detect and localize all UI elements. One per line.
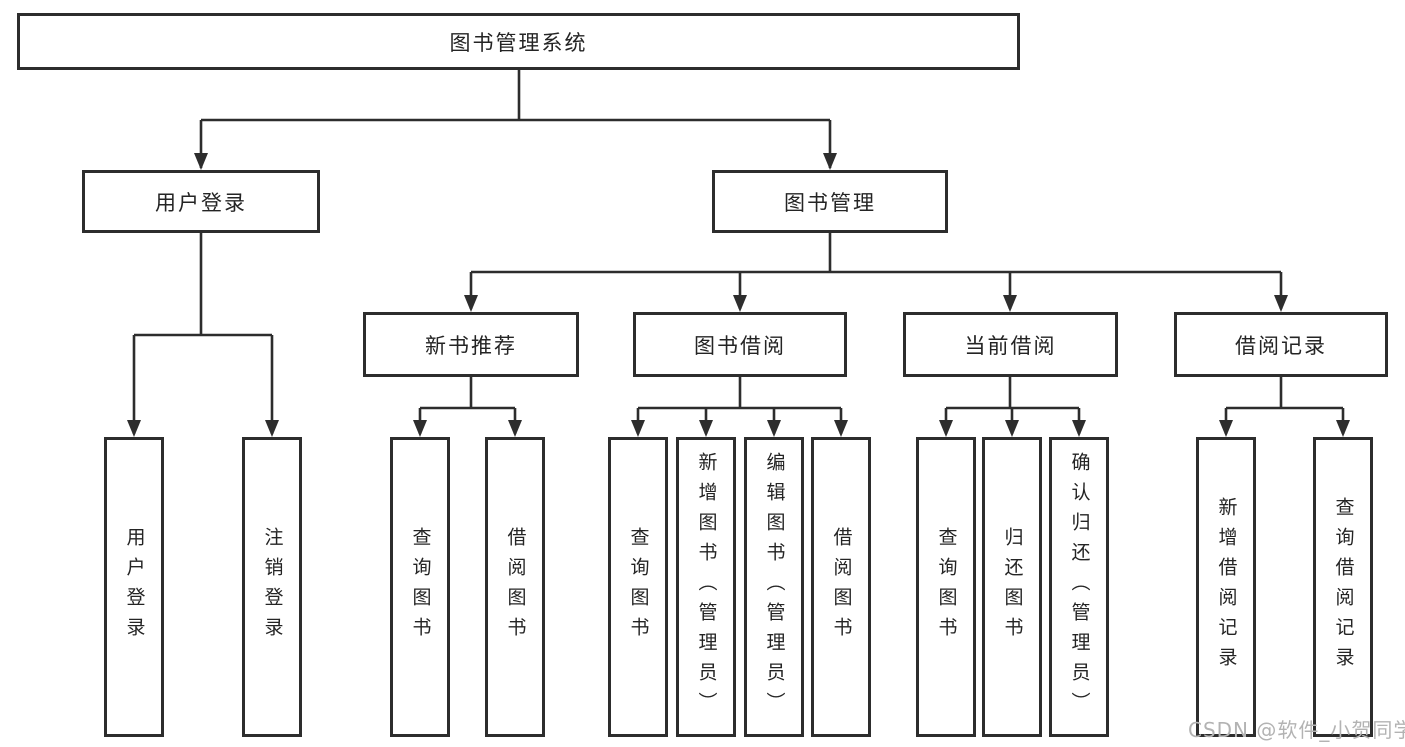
node-book-management: 图书管理 (712, 170, 948, 233)
node-current-borrowing: 当前借阅 (903, 312, 1118, 377)
leaf-current-confirm-return-admin-label: 确认归还（管理员） (1068, 452, 1091, 722)
leaf-borrowing-query-books-label: 查询图书 (627, 527, 650, 647)
leaf-newbooks-borrow-books-label: 借阅图书 (504, 527, 527, 647)
leaf-newbooks-borrow-books: 借阅图书 (485, 437, 545, 737)
leaf-newbooks-query-books: 查询图书 (390, 437, 450, 737)
leaf-current-return-books-label: 归还图书 (1001, 527, 1024, 647)
node-root: 图书管理系统 (17, 13, 1020, 70)
leaf-records-query-borrow-record-label: 查询借阅记录 (1332, 497, 1355, 677)
leaf-records-add-borrow-record: 新增借阅记录 (1196, 437, 1256, 737)
node-current-borrowing-label: 当前借阅 (964, 333, 1057, 358)
node-borrow-records: 借阅记录 (1174, 312, 1388, 377)
leaf-borrowing-add-books-admin: 新增图书（管理员） (676, 437, 736, 737)
node-user-login-label: 用户登录 (155, 190, 247, 215)
leaf-borrowing-edit-books-admin: 编辑图书（管理员） (744, 437, 804, 737)
node-book-management-label: 图书管理 (784, 190, 876, 215)
leaf-records-add-borrow-record-label: 新增借阅记录 (1215, 497, 1238, 677)
leaf-borrowing-add-books-admin-label: 新增图书（管理员） (695, 452, 718, 722)
leaf-current-confirm-return-admin: 确认归还（管理员） (1049, 437, 1109, 737)
node-book-borrowing-label: 图书借阅 (694, 333, 786, 358)
leaf-current-query-books: 查询图书 (916, 437, 976, 737)
node-borrow-records-label: 借阅记录 (1235, 333, 1327, 358)
leaf-logout-label: 注销登录 (261, 527, 284, 647)
node-book-borrowing: 图书借阅 (633, 312, 847, 377)
leaf-records-query-borrow-record: 查询借阅记录 (1313, 437, 1373, 737)
node-new-book-recommend-label: 新书推荐 (425, 333, 517, 358)
csdn-watermark: CSDN @软件_小贺同学 (1188, 718, 1405, 742)
node-root-label: 图书管理系统 (449, 30, 588, 55)
leaf-user-login-label: 用户登录 (123, 527, 146, 647)
node-new-book-recommend: 新书推荐 (363, 312, 579, 377)
leaf-borrowing-query-books: 查询图书 (608, 437, 668, 737)
leaf-borrowing-edit-books-admin-label: 编辑图书（管理员） (763, 452, 786, 722)
leaf-logout: 注销登录 (242, 437, 302, 737)
leaf-borrowing-borrow-books-label: 借阅图书 (830, 527, 853, 647)
leaf-borrowing-borrow-books: 借阅图书 (811, 437, 871, 737)
leaf-user-login: 用户登录 (104, 437, 164, 737)
leaf-current-query-books-label: 查询图书 (935, 527, 958, 647)
node-user-login: 用户登录 (82, 170, 320, 233)
leaf-newbooks-query-books-label: 查询图书 (409, 527, 432, 647)
leaf-current-return-books: 归还图书 (982, 437, 1042, 737)
